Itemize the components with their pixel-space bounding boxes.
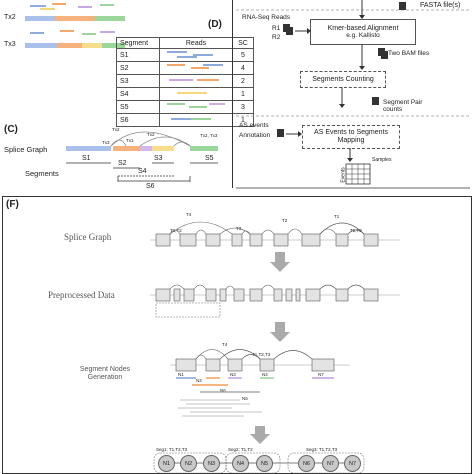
panel-d-tag: (D) [208, 19, 222, 30]
n7-label: N7 [318, 372, 324, 377]
segment-table: Segment Reads SC S1 5 S2 4 S3 2 S4 1 S5 … [116, 37, 254, 127]
seg1-label: Seg1: T1,T2,T3 [156, 447, 188, 452]
panel-c-tag: (C) [4, 124, 18, 135]
fasta-label: FASTA file(s) [420, 2, 461, 9]
s1-label: S1 [82, 155, 91, 162]
alignment-box: Kmer-based Alignment e.g. Kallisto [310, 19, 416, 45]
node-n7: N7 [322, 455, 339, 472]
rnaseq-label: RNA-Seq Reads [242, 14, 291, 21]
tx-right-label: Tx2, Tx3 [200, 133, 218, 138]
column-divider [232, 0, 233, 188]
segments-label: Segments [25, 169, 59, 178]
s3-label: S3 [154, 155, 163, 162]
segments-counting-label: Segments Counting [312, 75, 374, 83]
node-n5: N5 [256, 455, 273, 472]
r1-label: R1 [272, 25, 281, 32]
n6-label: N6 [220, 388, 226, 393]
f-preprocessed-label: Preprocessed Data [48, 290, 115, 300]
splice-graph-label: Splice Graph [4, 145, 48, 154]
f-t4: T4 [186, 212, 192, 217]
n2-label: N2 [196, 378, 202, 383]
f-t2t3: T2,T3 [350, 228, 362, 233]
sc-cell: 1 [232, 87, 254, 101]
s5-label: S5 [205, 155, 214, 162]
panel-f-tag: (F) [6, 199, 19, 210]
tx-left-label: Tx3 [102, 140, 110, 145]
tx-top-label: Tx2 [112, 127, 120, 132]
samples-label: Samples [372, 157, 392, 163]
n4-label: N4 [262, 372, 268, 377]
segment-cell: S6 [116, 113, 160, 127]
node-n3: N3 [203, 455, 220, 472]
bam-label: Two BAM files [388, 50, 430, 57]
f-splice-graph-label: Splice Graph [64, 232, 112, 242]
node-n2: N2 [180, 455, 197, 472]
n5-label: N5 [242, 396, 248, 401]
f-nodes-t1t2t3: T1,T2,T3 [252, 352, 271, 357]
annotation-label: Annotation [239, 132, 271, 139]
table-row: S6 1 [116, 113, 254, 127]
tx1-label: Tx1 [126, 138, 134, 143]
segments-counting-box: Segments Counting [300, 71, 386, 88]
tx-mid-label: Tx2 [147, 132, 155, 137]
reads-cell [159, 113, 233, 127]
n3-label: N3 [230, 372, 236, 377]
as-events-label: AS events [239, 122, 269, 129]
s6-label: S6 [146, 183, 155, 190]
alignment-subtitle: e.g. Kallisto [346, 32, 380, 40]
f-t2: T2 [282, 218, 288, 223]
node-n1: N1 [158, 455, 175, 472]
f-t1: T1 [334, 214, 340, 219]
node-n7-end: N7 [344, 455, 361, 472]
n1-label: N1 [178, 372, 184, 377]
tx3-label: Tx3 [4, 41, 16, 48]
s4-label: S4 [138, 168, 147, 175]
seg3-label: Seg3: T1,T2,T3 [306, 447, 338, 452]
table-row: S3 2 [116, 74, 254, 88]
r2-label: R2 [272, 34, 281, 41]
table-row: S5 3 [116, 100, 254, 114]
node-n6: N6 [298, 455, 315, 472]
f-nodes-t4: T4 [222, 342, 228, 347]
pair-counts-label: Segment Pair counts [383, 99, 423, 114]
seg2-label: Seg2: T1,T2 [228, 447, 253, 452]
node-n4: N4 [232, 455, 249, 472]
s2-label: S2 [118, 160, 127, 167]
alignment-title: Kmer-based Alignment [327, 24, 399, 32]
tx2-label: Tx2 [4, 14, 16, 21]
mapping-box: AS Events to Segments Mapping [302, 125, 400, 149]
sc-cell: 1 [232, 113, 254, 127]
f-t1t2: T1,T2 [170, 228, 182, 233]
mapping-label: AS Events to Segments Mapping [314, 129, 388, 144]
f-segment-nodes-label: Segment Nodes Generation [79, 366, 131, 382]
